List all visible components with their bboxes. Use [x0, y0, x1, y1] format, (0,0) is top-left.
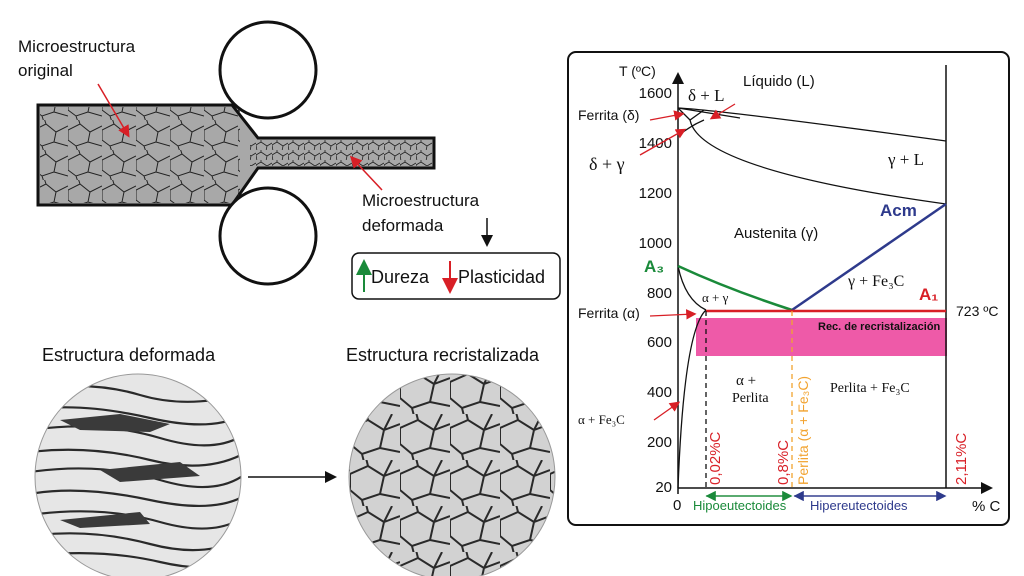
label-original-line1: Microestructura	[18, 37, 136, 56]
composition-0-02-label: 0,02%C	[707, 431, 724, 485]
a3-line	[677, 264, 793, 312]
y-tick: 1400	[639, 135, 672, 152]
acm-line	[791, 202, 947, 312]
y-tick: 200	[647, 434, 672, 451]
deformed-title: Estructura deformada	[42, 345, 216, 365]
x-axis-label: % C	[972, 498, 1001, 515]
y-tick: 1000	[639, 235, 672, 252]
hypo-label: Hipoeutectoides	[693, 498, 787, 513]
solidus-line	[689, 119, 947, 205]
pointer-ferrite-delta	[649, 110, 685, 121]
alpha-fe3c-label: α + Fe₃C	[578, 412, 625, 427]
label-deformed-line1: Microestructura	[362, 191, 480, 210]
pointer-deformed	[349, 155, 383, 191]
phase-diagram: 1600 1400 1200 1000 800 600 400 200 20 T…	[567, 51, 1010, 526]
grain-network-original	[40, 107, 240, 203]
eutectoid-temperature-label: 723 ºC	[956, 303, 998, 319]
a3-label: A₃	[644, 257, 664, 276]
acm-label: Acm	[880, 201, 917, 220]
pointer-delta-gamma	[639, 128, 687, 156]
rolling-diagram: Microestructura original Microestructura…	[18, 20, 561, 300]
gamma-fe3c-label: γ + Fe₃C	[847, 273, 904, 290]
y-tick: 20	[655, 479, 672, 496]
label-deformed-line2: deformada	[362, 216, 444, 235]
top-roller	[218, 20, 318, 120]
plasticity-label: Plasticidad	[458, 267, 545, 287]
x-tick-zero: 0	[673, 497, 681, 514]
y-tick: 600	[647, 334, 672, 351]
pointer-ferrite-alpha	[649, 309, 697, 320]
pointer-original	[97, 83, 130, 138]
alpha-perlite-label-2: Perlita	[732, 391, 769, 406]
liquidus-line	[677, 107, 947, 142]
y-ticks: 1600 1400 1200 1000 800 600 400 200 20	[639, 85, 672, 496]
hyper-label: Hipereutectoides	[810, 498, 908, 513]
micrographs: Estructura deformada Estructura recrista…	[34, 345, 556, 576]
pointer-delta-l	[709, 103, 736, 120]
properties-box	[351, 252, 561, 300]
liquid-label: Líquido (L)	[743, 73, 815, 90]
y-tick: 400	[647, 384, 672, 401]
peritectic-line	[677, 107, 741, 119]
composition-2-11-label: 2,11%C	[953, 433, 970, 485]
recrystallization-label: Rec. de recristalización	[818, 321, 941, 333]
hardness-label: Dureza	[371, 267, 430, 287]
alpha-gamma-label: α + γ	[702, 290, 729, 305]
grain-network-deformed	[250, 140, 432, 166]
y-tick: 800	[647, 285, 672, 302]
perlite-fe3c-label: Perlita + Fe₃C	[830, 381, 910, 396]
bottom-roller	[218, 186, 318, 286]
ferrite-alpha-label: Ferrita (α)	[578, 305, 640, 321]
gamma-l-label: γ + L	[887, 150, 924, 169]
recrystallized-micrograph	[349, 374, 555, 576]
phase-boundaries	[677, 107, 947, 489]
y-axis-label: T (ºC)	[619, 63, 656, 79]
y-tick: 1600	[639, 85, 672, 102]
a1-label: A₁	[919, 285, 938, 304]
recrystallized-micrograph-border	[348, 373, 556, 576]
alpha-perlite-label-1: α +	[736, 373, 756, 389]
y-tick: 1200	[639, 185, 672, 202]
composition-0-8-label: 0,8%C	[775, 440, 792, 485]
perlite-composition-label: Perlita (α + Fe₃C)	[795, 376, 811, 485]
ferrite-delta-label: Ferrita (δ)	[578, 107, 639, 123]
label-original-line2: original	[18, 61, 73, 80]
deformed-micrograph-border	[34, 373, 242, 576]
deformed-micrograph	[35, 374, 241, 576]
recrystallized-title: Estructura recristalizada	[346, 345, 540, 365]
delta-gamma-label: δ + γ	[589, 154, 625, 174]
austenite-label: Austenita (γ)	[734, 225, 818, 242]
alpha-solvus-line	[677, 309, 707, 489]
recrystallization-band	[696, 318, 947, 356]
pointer-alpha-fe3c	[653, 401, 681, 421]
delta-l-label: δ + L	[688, 86, 724, 105]
alpha-gamma-line	[677, 265, 707, 311]
